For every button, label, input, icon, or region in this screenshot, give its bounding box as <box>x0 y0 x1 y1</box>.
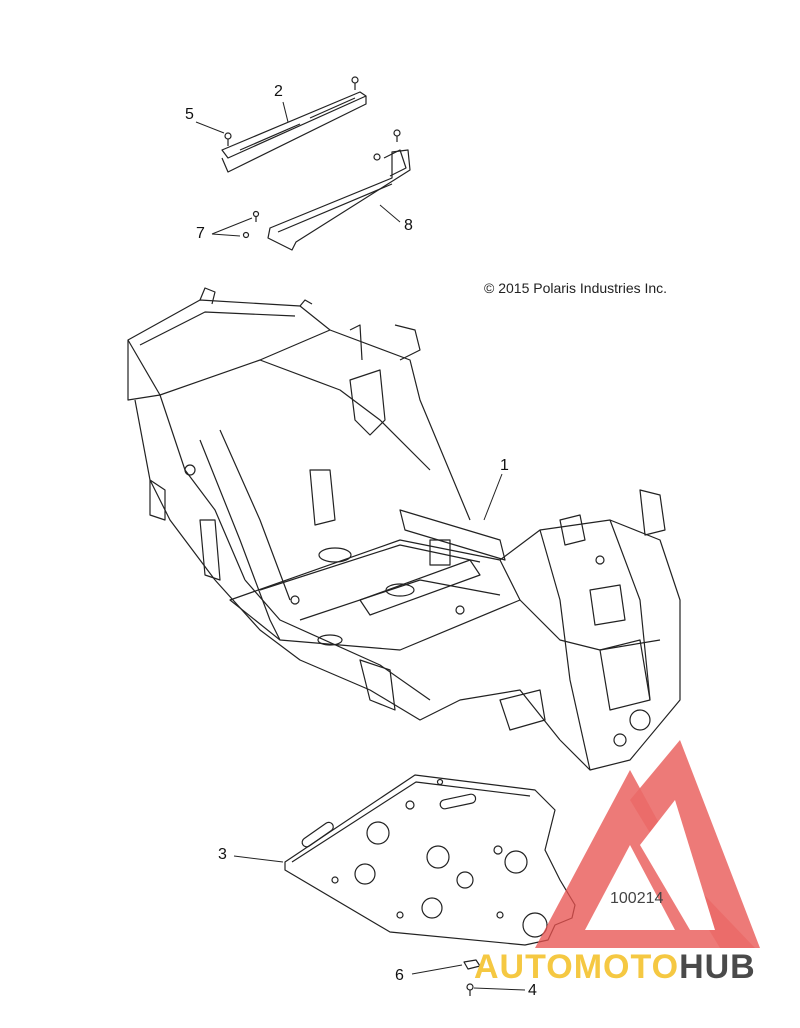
callout-6: 6 <box>395 967 404 984</box>
part-1-frame <box>127 287 681 771</box>
leader-lines <box>195 101 526 991</box>
copyright-text: © 2015 Polaris Industries Inc. <box>484 280 668 296</box>
watermark-text-b: HUB <box>679 948 756 986</box>
callout-1: 1 <box>500 457 509 474</box>
part-5-screw <box>224 132 232 146</box>
watermark-text: AUTOMOTOHUB <box>474 950 756 984</box>
part-3-skid-plate <box>284 774 576 946</box>
part-4-screw <box>466 983 474 996</box>
callout-2: 2 <box>274 83 283 100</box>
diagram-id: 100214 <box>610 890 664 907</box>
callout-5: 5 <box>185 106 194 123</box>
watermark-text-a: AUTOMOTO <box>474 948 680 986</box>
callout-8: 8 <box>404 217 413 234</box>
part-7-screws <box>242 210 260 239</box>
part-8-bracket <box>267 129 411 251</box>
callout-4: 4 <box>528 982 537 999</box>
part-6-nut <box>463 959 481 970</box>
callout-7: 7 <box>196 225 205 242</box>
part-2-rail <box>221 76 367 173</box>
watermark-logo <box>535 740 760 948</box>
callout-3: 3 <box>218 846 227 863</box>
